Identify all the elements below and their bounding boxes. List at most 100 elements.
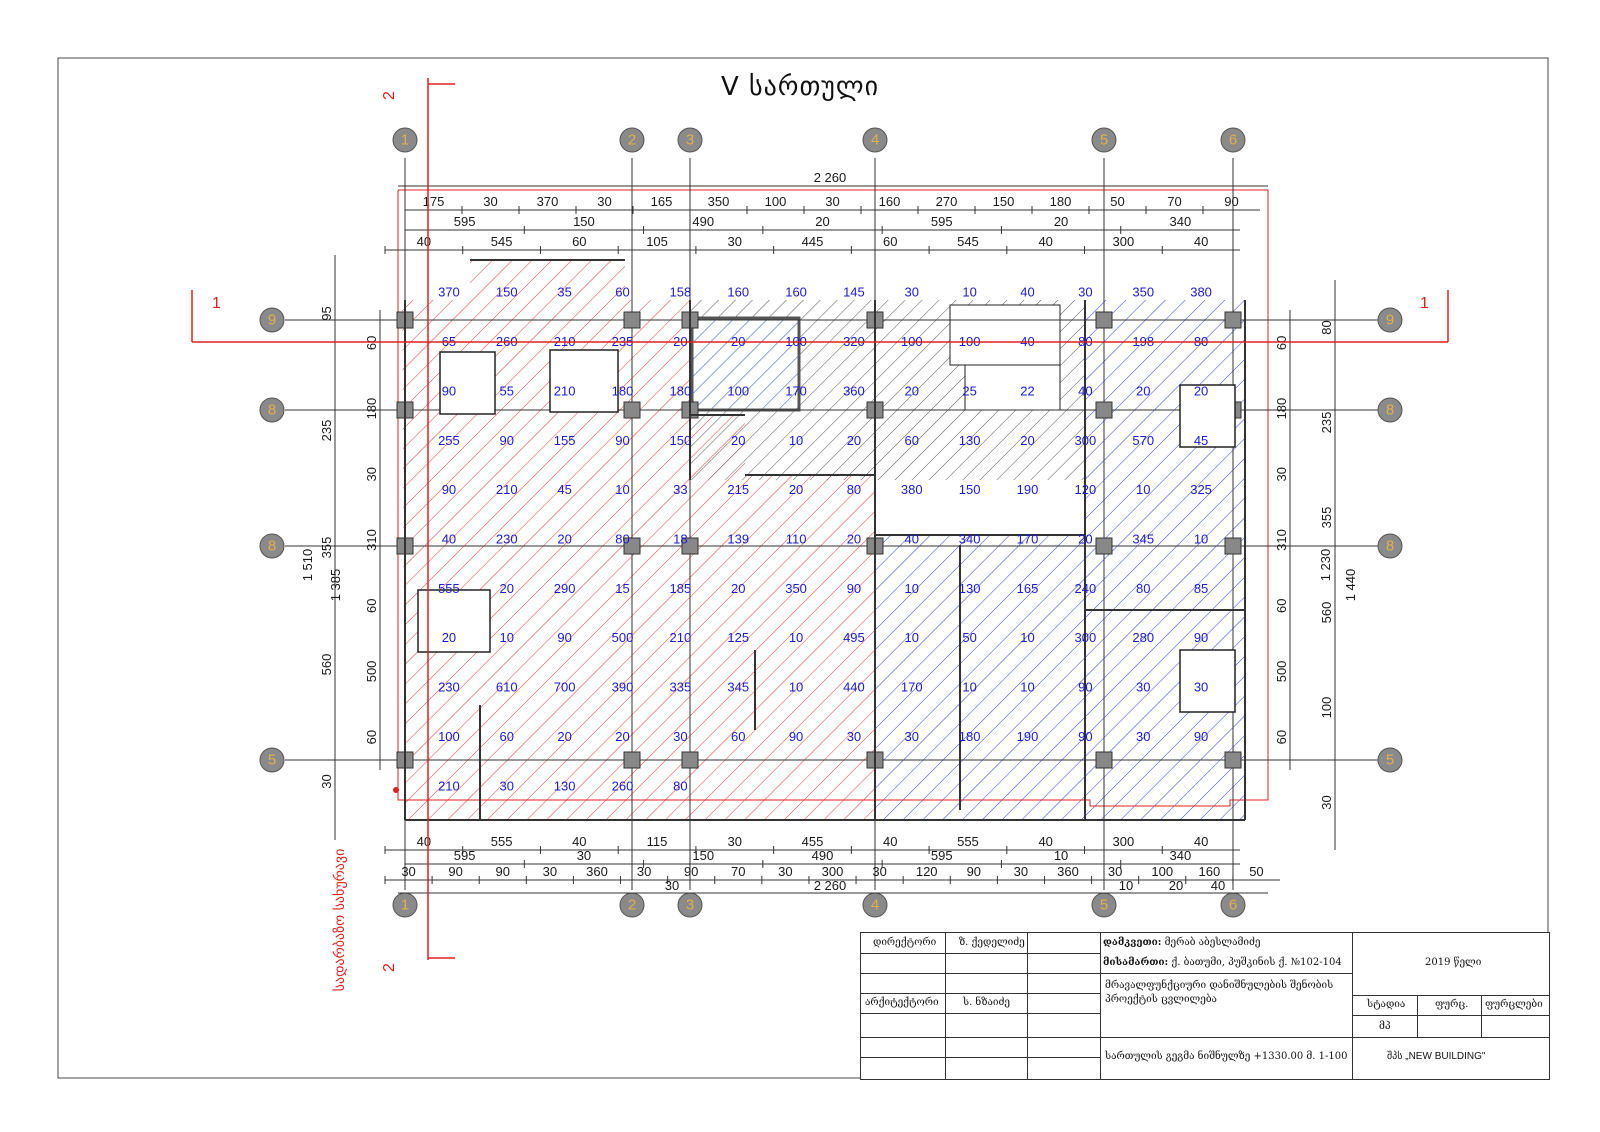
room-dimension: 20: [1194, 383, 1208, 398]
bottom-dim-row1-value: 455: [802, 834, 824, 849]
top-dim-row1-value: 180: [1050, 194, 1072, 209]
bottom-dim-row3-value: 300: [822, 864, 844, 879]
bottom-dim-row1-value: 40: [1194, 834, 1208, 849]
top-dim-row1-value: 70: [1167, 194, 1181, 209]
room-dimension: 10: [1194, 532, 1208, 547]
room-dimension: 120: [1075, 482, 1097, 497]
room-dimension: 190: [1017, 729, 1039, 744]
top-dim-row1-value: 30: [825, 194, 839, 209]
top-dim-row3-value: 545: [957, 234, 979, 249]
right-dim-inner-value: 310: [1274, 529, 1289, 551]
axis-label-col-5: 5: [1100, 897, 1108, 914]
bottom-dim-row1-value: 40: [417, 834, 431, 849]
bottom-dim-row3-value: 90: [496, 864, 510, 879]
hatched-zones: [402, 260, 1245, 820]
room-dimension: 130: [959, 433, 981, 448]
room-dimension: 350: [785, 581, 807, 596]
axis-label-col-1: 1: [401, 132, 409, 149]
red-outline: [397, 189, 1269, 807]
room-dimension: 325: [1190, 482, 1212, 497]
axis-bubble-row-0: [1377, 307, 1403, 333]
top-dim-row1-value: 165: [651, 194, 673, 209]
bottom-dim-row2-value: 30: [577, 848, 591, 863]
room-dimension: 335: [670, 680, 692, 695]
room-dimension: 240: [1075, 581, 1097, 596]
bottom-dim-row2-value: 595: [454, 848, 476, 863]
room-dimension: 10: [1136, 482, 1150, 497]
client-value: მერაბ აბესლამიძე: [1164, 937, 1261, 948]
top-dim-row3-value: 30: [728, 234, 742, 249]
room-dimension: 30: [905, 285, 919, 300]
left-dim-outer-value: 235: [319, 420, 334, 442]
axis-label-col-2: 2: [628, 132, 636, 149]
room-dimension: 150: [959, 482, 981, 497]
top-dim-row2-value: 150: [573, 214, 595, 229]
right-dim-outer-value: 80: [1319, 320, 1334, 334]
room-dimension: 100: [727, 383, 749, 398]
room-dimension: 20: [731, 581, 745, 596]
room-dimension: 300: [1075, 433, 1097, 448]
room-dimension: 60: [905, 433, 919, 448]
room-dimension: 255: [438, 433, 460, 448]
client-label: დამკვეთი:: [1103, 937, 1162, 948]
room-dimension: 340: [959, 532, 981, 547]
room-dimension: 60: [500, 729, 514, 744]
bottom-dim-row1-value: 555: [957, 834, 979, 849]
room-dimension: 210: [438, 778, 460, 793]
room-dimension: 10: [905, 581, 919, 596]
room-dimension: 30: [673, 729, 687, 744]
room-dimension: 30: [1136, 729, 1150, 744]
room-dimension: 370: [438, 285, 460, 300]
top-dim-row2-value: 595: [931, 214, 953, 229]
axis-label-col-2: 2: [628, 897, 636, 914]
room-dimension: 230: [438, 680, 460, 695]
room-dimension: 20: [905, 383, 919, 398]
room-dimension: 90: [1194, 630, 1208, 645]
room-dimension: 145: [843, 285, 865, 300]
section-label-1-right: 1: [1420, 295, 1429, 312]
room-dimension: 700: [554, 680, 576, 695]
bottom-dim-row2-value: 595: [931, 848, 953, 863]
room-dimension: 80: [847, 482, 861, 497]
axis-label-row-1: 8: [268, 402, 276, 419]
right-dim-outer-value: 235: [1319, 412, 1334, 434]
top-dim-row2-value: 490: [692, 214, 714, 229]
drawing-title: V სართული: [720, 72, 880, 102]
room-dimension: 180: [959, 729, 981, 744]
axis-label-col-6: 6: [1229, 132, 1237, 149]
structural-column: [623, 751, 641, 769]
stage-block: 2019 წელი სტადია ფურც. ფურცლები მპ შპს „…: [1353, 933, 1549, 1079]
stairs-roof-label: სადარბაზო სახურავი: [331, 849, 348, 992]
top-dim-row3-value: 60: [572, 234, 586, 249]
bottom-dim-row1-value: 40: [572, 834, 586, 849]
right-dim-inner-value: 60: [1274, 730, 1289, 744]
room-dimension: 50: [962, 630, 976, 645]
room-dimension: 10: [615, 482, 629, 497]
stage-label: სტადია: [1367, 999, 1406, 1010]
axis-label-col-4: 4: [871, 897, 879, 914]
left-dim-inner-value: 180: [364, 398, 379, 420]
room-dimension: 40: [1078, 383, 1092, 398]
top-dim-row1-value: 30: [483, 194, 497, 209]
room-dimension: 170: [1017, 532, 1039, 547]
room-dimension: 180: [612, 383, 634, 398]
bottom-dim-row3-value: 360: [586, 864, 608, 879]
client-line: დამკვეთი: მერაბ აბესლამიძე: [1103, 937, 1260, 948]
axis-label-row-3: 5: [268, 752, 276, 769]
room-dimension: 90: [615, 433, 629, 448]
axis-label-col-5: 5: [1100, 132, 1108, 149]
room-dimension: 10: [1020, 630, 1034, 645]
room-dimension: 440: [843, 680, 865, 695]
address-label: მისამართი:: [1103, 957, 1169, 968]
room-dimension: 30: [1194, 680, 1208, 695]
bottom-dim-row3-value: 70: [731, 864, 745, 879]
director-label: დირექტორი: [873, 937, 937, 948]
top-dim-row1-value: 50: [1110, 194, 1124, 209]
room-dimension: 170: [901, 680, 923, 695]
axis-label-row-0: 9: [268, 312, 276, 329]
room-dimension: 20: [442, 630, 456, 645]
axis-bubble-row-3: [259, 747, 285, 773]
room-dimension: 215: [727, 482, 749, 497]
room-dimension: 45: [557, 482, 571, 497]
room-dimension: 160: [727, 285, 749, 300]
